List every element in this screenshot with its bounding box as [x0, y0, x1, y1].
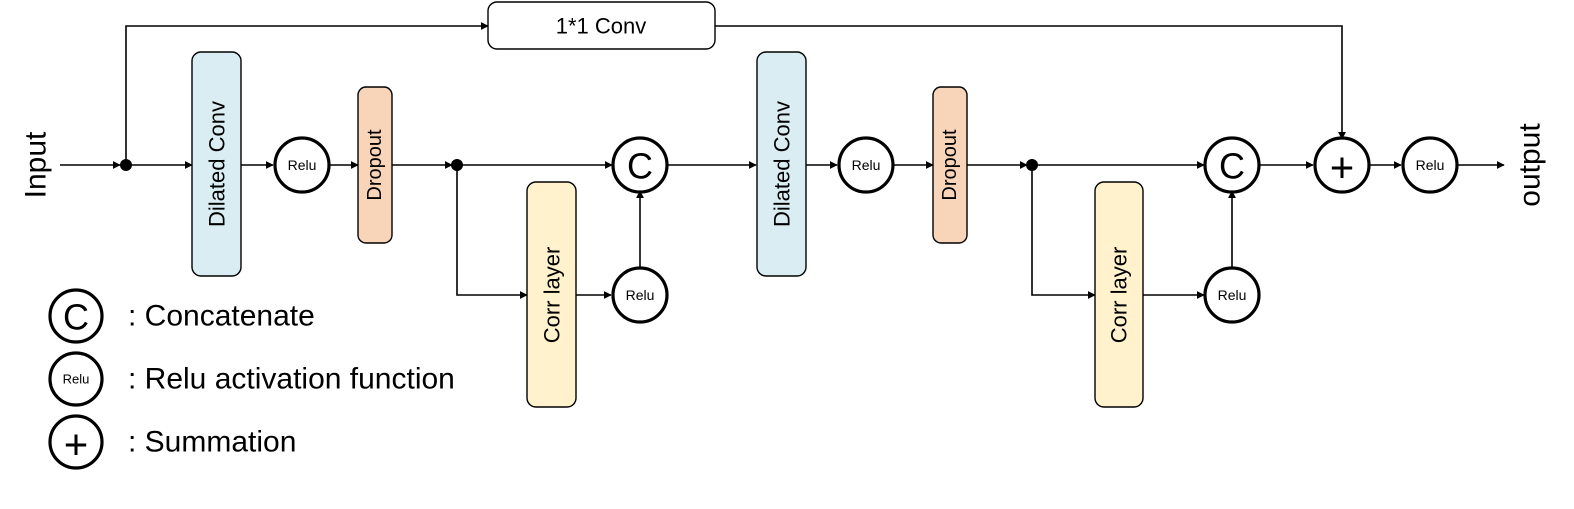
edge-skip-to-conv	[125, 22, 489, 165]
relu-node-1	[273, 136, 331, 194]
relu-label-final: Relu	[1416, 157, 1445, 173]
summation-symbol: +	[1330, 144, 1355, 191]
legend-relu-text: : Relu activation function	[128, 363, 455, 396]
junction-dot	[120, 159, 132, 171]
junction-dot	[1026, 159, 1038, 171]
legend-summation-symbol: +	[64, 421, 89, 468]
output-label: output	[1514, 123, 1547, 207]
relu-node-corr-1	[611, 266, 669, 324]
dropout-label-1: Dropout	[364, 129, 386, 201]
legend-summation-text: : Summation	[128, 426, 296, 459]
legend-concatenate-text: : Concatenate	[128, 300, 315, 333]
legend: C : Concatenate Relu : Relu activation f…	[48, 288, 455, 470]
edge-junction-corr2	[1031, 165, 1096, 299]
dropout-box-1	[357, 86, 393, 244]
legend-concatenate-icon	[48, 288, 104, 344]
legend-summation-icon	[48, 414, 104, 470]
dilated-conv-box-1	[191, 51, 242, 277]
relu-label-corr-2: Relu	[1218, 287, 1247, 303]
edge-junction-corr1	[456, 165, 528, 299]
skip-conv-box	[487, 1, 716, 50]
skip-conv-label: 1*1 Conv	[556, 14, 647, 39]
relu-label-corr-1: Relu	[626, 287, 655, 303]
input-label: Input	[20, 131, 53, 198]
relu-node-final	[1401, 136, 1459, 194]
edge-conv-to-sum	[715, 25, 1346, 140]
relu-label-2: Relu	[852, 157, 881, 173]
corr-layer-box-1	[526, 181, 577, 408]
corr-layer-label-2: Corr layer	[1107, 247, 1132, 344]
dilated-conv-box-2	[756, 51, 807, 277]
concatenate-node-1	[611, 136, 669, 194]
legend-relu-icon	[48, 351, 104, 407]
legend-concatenate-symbol: C	[63, 297, 89, 338]
corr-layer-label-1: Corr layer	[540, 247, 565, 344]
concatenate-symbol-2: C	[1219, 146, 1245, 187]
concatenate-node-2	[1203, 136, 1261, 194]
edges	[60, 22, 1505, 299]
corr-layer-box-2	[1094, 181, 1144, 408]
legend-relu-symbol: Relu	[63, 372, 90, 387]
relu-label-1: Relu	[288, 157, 317, 173]
dropout-box-2	[932, 86, 968, 244]
junction-dot	[451, 159, 463, 171]
dilated-conv-label-2: Dilated Conv	[770, 101, 795, 227]
relu-node-2	[837, 136, 895, 194]
relu-node-corr-2	[1203, 266, 1261, 324]
concatenate-symbol-1: C	[627, 146, 653, 187]
dropout-label-2: Dropout	[939, 129, 961, 201]
summation-node	[1313, 136, 1371, 194]
dilated-conv-label-1: Dilated Conv	[205, 101, 230, 227]
